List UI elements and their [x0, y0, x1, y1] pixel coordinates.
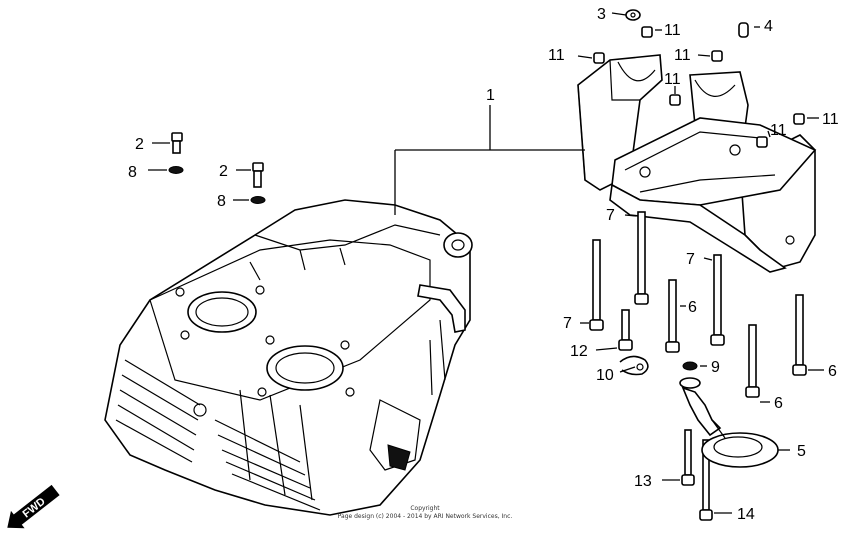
callout-6-a: 6 — [688, 299, 697, 316]
dowel-11-b — [641, 26, 653, 38]
callout-3: 3 — [597, 6, 606, 23]
callout-6-b: 6 — [774, 395, 783, 412]
bolt-6-c — [792, 294, 807, 376]
callout-5: 5 — [797, 443, 806, 460]
washer-8-b — [250, 196, 266, 204]
callout-12: 12 — [570, 343, 588, 360]
callout-4: 4 — [764, 18, 773, 35]
callout-14: 14 — [737, 506, 755, 523]
callout-13: 13 — [634, 473, 652, 490]
bolt-2-a — [171, 132, 183, 154]
callout-6-c: 6 — [828, 363, 837, 380]
o-ring-9 — [682, 361, 698, 371]
callout-labels: 1 2 8 2 8 3 11 4 11 11 11 11 11 7 7 6 7 … — [128, 6, 839, 523]
callout-11-e: 11 — [770, 122, 787, 139]
nut-3 — [625, 9, 641, 21]
callout-2-a: 2 — [135, 136, 144, 153]
callout-10: 10 — [596, 367, 614, 384]
callout-7-b: 7 — [563, 315, 572, 332]
callout-8-b: 8 — [217, 193, 226, 210]
bolt-6-a — [665, 279, 680, 353]
bolt-7-b — [589, 239, 604, 331]
washer-8-a — [168, 166, 184, 174]
copyright-line-2: Page design (c) 2004 - 2014 by ARI Netwo… — [338, 513, 513, 520]
dowel-11-f — [793, 113, 805, 125]
callout-2-b: 2 — [219, 163, 228, 180]
bolt-7-c — [710, 254, 725, 346]
copyright-block: Copyright Page design (c) 2004 - 2014 by… — [338, 505, 513, 520]
callout-leaders — [148, 12, 824, 514]
oil-strainer-5 — [679, 377, 779, 468]
dowel-11-e — [756, 136, 768, 148]
bolt-14 — [699, 439, 713, 521]
callout-11-d: 11 — [664, 71, 681, 88]
callout-1: 1 — [486, 87, 495, 104]
callout-8-a: 8 — [128, 164, 137, 181]
plug-4 — [738, 22, 749, 38]
callout-7-a: 7 — [606, 207, 615, 224]
leader-1 — [394, 105, 585, 215]
dowel-11-a — [593, 52, 605, 64]
crank-bearing-frame — [577, 54, 817, 273]
callout-11-f: 11 — [822, 111, 839, 128]
dowel-11-d — [669, 94, 681, 106]
upper-crankcase — [104, 199, 473, 516]
dowel-pins — [593, 26, 805, 148]
bolt-13 — [681, 429, 695, 486]
copyright-line-1: Copyright — [410, 505, 440, 512]
long-bolts — [589, 211, 807, 521]
bolt-7-a — [634, 211, 649, 305]
fwd-arrow-icon — [7, 484, 60, 529]
callout-11-c: 11 — [674, 47, 691, 64]
bolt-2-b — [252, 162, 264, 188]
clip-10 — [619, 355, 649, 376]
callout-11-a: 11 — [548, 47, 565, 64]
callout-7-c: 7 — [686, 251, 695, 268]
bolt-12 — [618, 309, 633, 351]
dowel-11-c — [711, 50, 723, 62]
callout-9: 9 — [711, 359, 720, 376]
fwd-arrow: FWD — [7, 484, 60, 529]
callout-11-b: 11 — [664, 22, 681, 39]
bolt-6-b — [745, 324, 760, 398]
